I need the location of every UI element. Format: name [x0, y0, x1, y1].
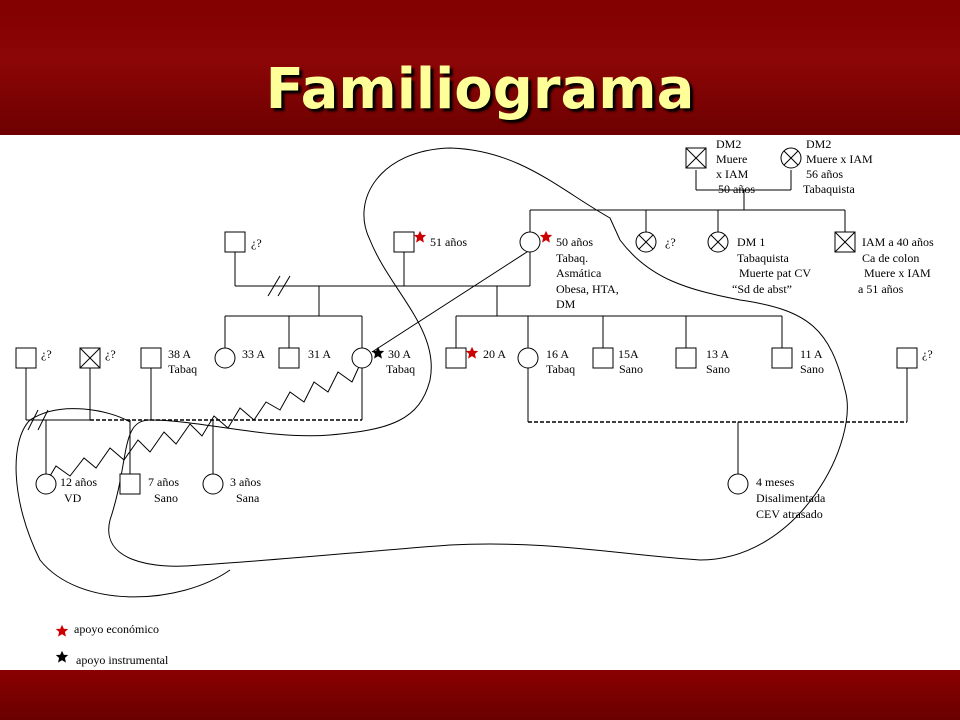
grandfather-label-3: x IAM — [716, 167, 749, 181]
grandfather-label-4: 50 años — [718, 182, 755, 196]
b4-label-2: Sano — [706, 362, 730, 376]
c3-label-1: 3 años — [230, 475, 261, 489]
b4-symbol — [675, 347, 697, 369]
a1-label: ¿? — [41, 347, 52, 361]
father1-label: ¿? — [251, 236, 262, 250]
c4-label-2: Disalimentada — [756, 491, 826, 505]
c3-label-2: Sana — [236, 491, 260, 505]
sibling4-label-3: Muere x IAM — [864, 266, 931, 280]
mother-label-5: DM — [556, 297, 576, 311]
grandmother-label-3: 56 años — [806, 167, 843, 181]
grandmother-label-4: Tabaquista — [803, 182, 855, 196]
a6-label-1: 30 A — [388, 347, 411, 361]
a3-label-2: Tabaq — [168, 362, 197, 376]
b6-symbol — [896, 347, 918, 369]
page-title: Familiograma — [265, 57, 695, 122]
c2-label-2: Sano — [154, 491, 178, 505]
legend-instrumental-label: apoyo instrumental — [76, 653, 169, 667]
sibling4-label-1: IAM a 40 años — [862, 235, 934, 249]
sibling4-symbol — [834, 231, 856, 253]
divorce-mark-2b — [37, 409, 49, 431]
c1-label-1: 12 años — [60, 475, 97, 489]
c1-label-2: VD — [64, 491, 82, 505]
b6-label: ¿? — [922, 347, 933, 361]
b4-label-1: 13 A — [706, 347, 729, 361]
b1-symbol — [445, 347, 467, 369]
b5-label-1: 11 A — [800, 347, 823, 361]
father2-label: 51 años — [430, 235, 467, 249]
sibling3-label-4: “Sd de abst” — [732, 282, 792, 296]
b2-symbol — [517, 347, 539, 369]
father2-symbol — [393, 231, 415, 253]
sibling3-symbol — [707, 231, 729, 253]
sibling3-label-3: Muerte pat CV — [739, 266, 811, 280]
grandfather-symbol — [685, 147, 707, 169]
grandmother-symbol — [780, 147, 802, 169]
c4-label-3: CEV atrasado — [756, 507, 823, 521]
b2-label-1: 16 A — [546, 347, 569, 361]
a3-label-1: 38 A — [168, 347, 191, 361]
b1-label: 20 A — [483, 347, 506, 361]
a5-symbol — [278, 347, 300, 369]
legend-economic-label: apoyo económico — [74, 622, 159, 636]
b5-symbol — [771, 347, 793, 369]
sibling4-label-4: a 51 años — [858, 282, 904, 296]
a2-label: ¿? — [105, 347, 116, 361]
grandmother-label-2: Muere x IAM — [806, 152, 873, 166]
c4-symbol — [727, 473, 749, 495]
a4-symbol — [214, 347, 236, 369]
mother-label-4: Obesa, HTA, — [556, 282, 619, 296]
c1-symbol — [35, 473, 57, 495]
title-bar — [0, 0, 960, 135]
grandfather-label-2: Muere — [716, 152, 747, 166]
mother-label-2: Tabaq. — [556, 251, 588, 265]
grandmother-label-1: DM2 — [806, 137, 831, 151]
a5-label: 31 A — [308, 347, 331, 361]
economic-support-b1-icon — [466, 347, 478, 359]
divorce-mark-1a — [267, 275, 281, 297]
sibling2-label: ¿? — [665, 235, 676, 249]
mother-label-3: Asmática — [556, 266, 602, 280]
c2-symbol — [119, 473, 141, 495]
divorce-mark-2a — [27, 409, 39, 431]
a4-label: 33 A — [242, 347, 265, 361]
support-link — [371, 249, 531, 353]
sibling3-label-1: DM 1 — [737, 235, 765, 249]
b5-label-2: Sano — [800, 362, 824, 376]
a6-symbol — [351, 347, 373, 369]
b3-label-2: Sano — [619, 362, 643, 376]
legend-instrumental-icon — [56, 651, 68, 663]
sibling4-label-2: Ca de colon — [862, 251, 919, 265]
a6-label-2: Tabaq — [386, 362, 415, 376]
a1-symbol — [15, 347, 37, 369]
b3-label-1: 15A — [618, 347, 639, 361]
sibling3-label-2: Tabaquista — [737, 251, 789, 265]
footer-bar — [0, 670, 960, 720]
c2-label-1: 7 años — [148, 475, 179, 489]
c4-label-1: 4 meses — [756, 475, 795, 489]
a2-symbol — [79, 347, 101, 369]
c3-symbol — [202, 473, 224, 495]
grandfather-label-1: DM2 — [716, 137, 741, 151]
b3-symbol — [592, 347, 614, 369]
household-boundary — [15, 147, 848, 598]
b2-label-2: Tabaq — [546, 362, 575, 376]
economic-support-mother-icon — [540, 231, 552, 243]
mother-label-1: 50 años — [556, 235, 593, 249]
sibling2-symbol — [635, 231, 657, 253]
economic-support-father2-icon — [414, 231, 426, 243]
legend-economic-icon — [56, 625, 68, 637]
mother-symbol — [519, 231, 541, 253]
father1-symbol — [224, 231, 246, 253]
conflict-line — [43, 359, 363, 487]
instrumental-support-a6-icon — [372, 347, 384, 359]
divorce-mark-1b — [277, 275, 291, 297]
a3-symbol — [140, 347, 162, 369]
